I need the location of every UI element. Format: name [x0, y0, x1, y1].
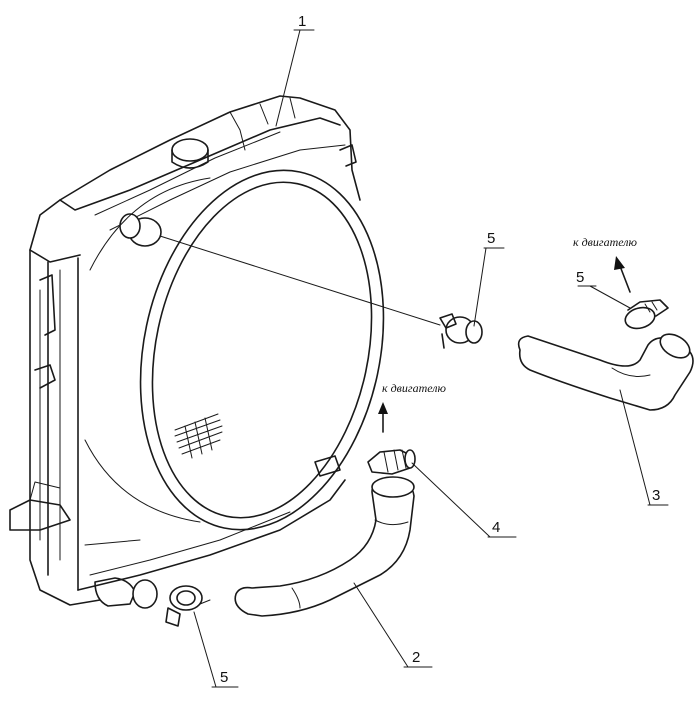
clamp-bottom	[165, 585, 211, 627]
callout-4: 4	[492, 519, 500, 536]
callout-1: 1	[298, 13, 306, 30]
note-to-engine-lower: к двигателю	[382, 381, 447, 395]
arrow-to-engine-lower	[378, 402, 388, 433]
callout-leaders	[193, 29, 669, 688]
clamp-lower-hose	[367, 449, 416, 475]
core-hatching	[174, 413, 223, 459]
upper-hose-leader	[159, 235, 441, 326]
callout-3: 3	[652, 487, 660, 504]
note-to-engine-upper: к двигателю	[573, 235, 638, 249]
radiator	[9, 95, 361, 609]
lower-hose	[234, 476, 415, 617]
clamp-upper-left	[439, 313, 483, 349]
callout-2: 2	[412, 649, 420, 666]
clamp-upper-right	[624, 299, 669, 330]
callout-5-upper-left: 5	[487, 230, 495, 247]
arrow-to-engine-upper	[614, 256, 631, 293]
upper-hose	[517, 333, 694, 411]
fan-shroud	[84, 169, 385, 531]
callout-5-bottom: 5	[220, 669, 228, 686]
callout-5-upper-right: 5	[576, 269, 584, 286]
